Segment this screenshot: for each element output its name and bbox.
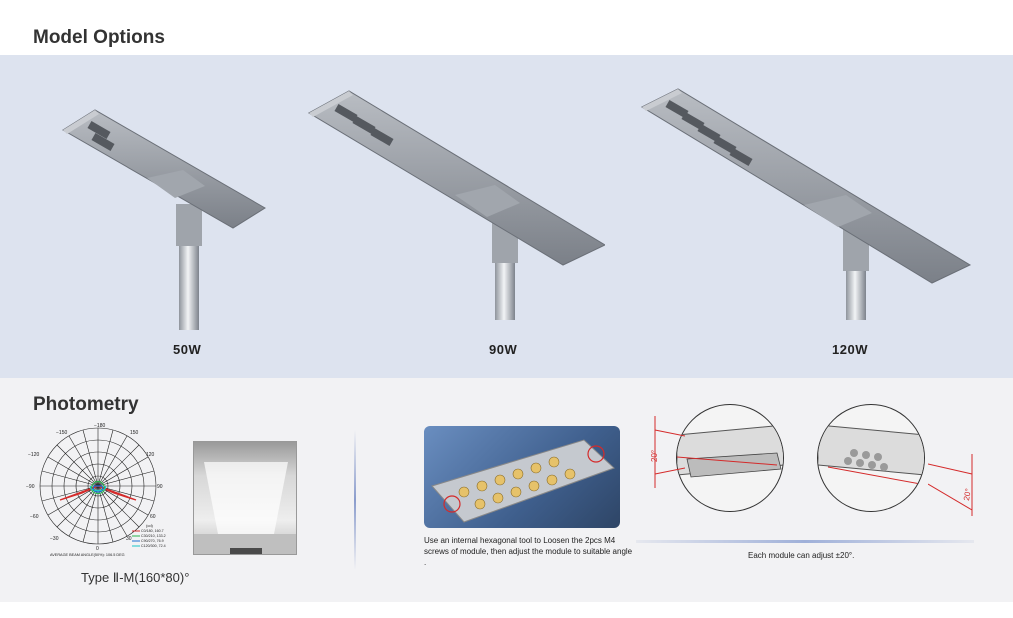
polar-label-60: 60 — [150, 514, 156, 520]
distribution-type-label: Type Ⅱ-M(160*80)° — [81, 570, 190, 585]
polar-label-90: 90 — [157, 484, 163, 490]
lamp-90w-image — [307, 90, 605, 320]
polar-legend-3: C90/270, 76.9 — [141, 539, 164, 543]
polar-label-neg90: −90 — [26, 484, 35, 490]
angle-label-right: 20° — [962, 488, 973, 501]
polar-label-neg60: −60 — [30, 514, 39, 520]
module-tilt-graphic-left — [677, 424, 783, 478]
adjust-caption: Each module can adjust ±20°. — [748, 551, 855, 560]
angle-marker-left: 20° — [650, 416, 685, 488]
polar-legend-2: C30/210, 133.2 — [141, 534, 166, 538]
led-module-graphic — [431, 439, 615, 523]
polar-label-30: 30 — [126, 536, 132, 542]
lamp-50w-image — [62, 109, 266, 330]
polar-label-150: 150 — [130, 430, 139, 436]
adjust-detail-left — [676, 404, 784, 512]
polar-label-120: 120 — [146, 452, 155, 458]
polar-label-neg150: −150 — [56, 430, 67, 436]
module-tilt-graphic-right — [818, 424, 924, 486]
model-label-120w: 120W — [832, 342, 868, 357]
install-instructions: Use an internal hexagonal tool to Loosen… — [424, 536, 633, 567]
polar-footer: AVERAGE BEAM ANGLE(50%): 106.5 DEG — [50, 553, 125, 557]
section-divider — [354, 430, 356, 570]
adjust-detail-right — [817, 404, 925, 512]
polar-label-0: 0 — [96, 546, 99, 552]
photometry-heading: Photometry — [33, 394, 139, 415]
led-module-photo — [424, 426, 620, 528]
model-label-90w: 90W — [489, 342, 518, 357]
light-distribution-render — [193, 441, 297, 555]
adjust-divider — [636, 540, 974, 543]
angle-marker-right: 20° — [928, 454, 973, 516]
model-label-50w: 50W — [173, 342, 202, 357]
polar-label-top: −180 — [94, 423, 105, 429]
polar-legend-1: C0/180, 160.7 — [141, 529, 164, 533]
polar-label-neg120: −120 — [28, 452, 39, 458]
lamp-120w-image — [640, 88, 972, 320]
angle-label-left: 20° — [650, 450, 659, 462]
model-options-heading: Model Options — [33, 27, 165, 48]
polar-light-distribution-chart: −180 150 120 90 60 30 0 −120 −90 −60 −30… — [26, 423, 166, 557]
polar-legend-4: C120/300, 72.4 — [141, 544, 166, 548]
light-cone-graphic — [194, 462, 296, 554]
polar-label-neg30: −30 — [50, 536, 59, 542]
polar-unit: (cd) — [146, 523, 154, 528]
